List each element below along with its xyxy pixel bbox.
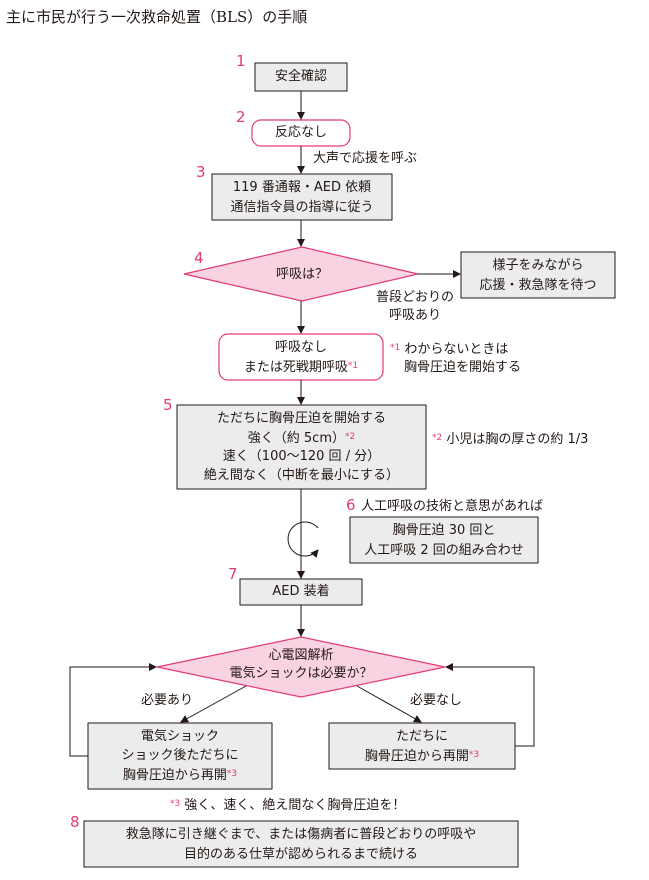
loop-left [69, 663, 157, 757]
note-1-text-1: わからないときは [404, 342, 509, 357]
note-1-ref: *1 [390, 343, 401, 353]
aed-label: AED 装着 [272, 584, 330, 599]
cpr-strong-text: 強く（約 5cm） [247, 431, 345, 446]
aed-box [239, 578, 363, 606]
shock-resume-text: 胸骨圧迫から再開 [122, 768, 227, 783]
page-title: 主に市民が行う一次救命処置（BLS）の手順 [6, 8, 308, 26]
resume-label-1: ただちに [395, 729, 448, 744]
step-number-1: 1 [236, 52, 246, 70]
needed-label: 必要あり [141, 693, 194, 708]
step-number-6: 6 [346, 496, 356, 514]
cycle-arrow [287, 521, 319, 558]
resume-text: 胸骨圧迫から再開 [364, 749, 469, 764]
note-1-line-2: 胸骨圧迫を開始する [404, 360, 522, 375]
cpr-label-1: ただちに胸骨圧迫を開始する [216, 411, 386, 426]
ecg-label-1: 心電図解析 [268, 648, 334, 663]
note-1-line-1: *1 わからないときは [390, 340, 508, 358]
note-3-text: 強く、速く、絶え間なく胸骨圧迫を！ [184, 798, 406, 813]
no-breathing-label-1: 呼吸なし [274, 340, 327, 355]
combo-label-1: 胸骨圧迫 30 回と [392, 523, 496, 538]
cpr-label-2: 強く（約 5cm）*2 [177, 429, 426, 447]
safety-box [254, 62, 348, 92]
cpr-label-4: 絶え間なく（中断を最小にする） [203, 468, 400, 483]
shock-label-1: 電気ショック [140, 729, 219, 744]
wait-label-2: 応援・救急隊を待つ [479, 278, 597, 293]
no-breathing-label-2: または死戦期呼吸*1 [219, 358, 383, 376]
footnote-ref-3a: *3 [226, 769, 238, 779]
arrow-ecg-resume [356, 685, 422, 723]
footnote-ref-1: *1 [347, 361, 359, 371]
combo-label-2: 人工呼吸 2 回の組み合わせ [364, 543, 524, 558]
wait-box [460, 251, 616, 299]
note-2: *2 小児は胸の厚さの約 1/3 [432, 430, 588, 448]
shout-label: 大声で応援を呼ぶ [313, 151, 418, 166]
continue-box [83, 820, 519, 868]
step-number-2: 2 [236, 108, 246, 126]
note-2-ref: *2 [432, 433, 443, 443]
cpr-label-3: 速く（100〜120 回 / 分） [222, 449, 381, 464]
note-2-text: 小児は胸の厚さの約 1/3 [446, 432, 589, 447]
resume-label-2: 胸骨圧迫から再開*3 [329, 747, 515, 765]
arrow-ecg-shock [180, 685, 247, 723]
shock-label-3: 胸骨圧迫から再開*3 [88, 766, 272, 784]
call-box [211, 173, 393, 221]
normal-breathing-label-2: 呼吸あり [388, 308, 441, 323]
step-number-7: 7 [228, 565, 238, 583]
no-response-label: 反応なし [274, 125, 327, 140]
footnote-ref-2: *2 [344, 432, 356, 442]
step-number-4: 4 [194, 249, 204, 267]
not-needed-label: 必要なし [410, 693, 463, 708]
loop-right [445, 663, 535, 747]
no-breathing-text: または死戦期呼吸 [243, 360, 348, 375]
shock-label-2: ショック後ただちに [121, 748, 239, 763]
cpr-box [176, 404, 427, 490]
step-number-8: 8 [70, 813, 80, 831]
continue-label-1: 救急隊に引き継ぐまで、または傷病者に普段どおりの呼吸や [125, 827, 477, 842]
breathing-question: 呼吸は？ [275, 267, 328, 282]
call-label-2: 通信指令員の指導に従う [230, 200, 374, 215]
footnote-ref-3b: *3 [468, 750, 480, 760]
rescue-condition-label: 人工呼吸の技術と意思があれば [361, 499, 544, 514]
normal-breathing-label-1: 普段どおりの [375, 290, 454, 305]
combo-box [349, 516, 539, 564]
shock-box [87, 722, 273, 790]
note-3-ref: *3 [170, 799, 181, 809]
ecg-label-2: 電気ショックは必要か？ [229, 666, 373, 681]
resume-box [328, 722, 516, 770]
safety-label: 安全確認 [274, 69, 327, 84]
wait-label-1: 様子をみながら [492, 258, 584, 273]
note-3: *3 強く、速く、絶え間なく胸骨圧迫を！ [170, 796, 405, 814]
continue-label-2: 目的のある仕草が認められるまで続ける [183, 847, 418, 862]
call-label-1: 119 番通報・AED 依頼 [232, 180, 372, 195]
step-number-3: 3 [196, 163, 206, 181]
step-number-5: 5 [163, 396, 173, 414]
